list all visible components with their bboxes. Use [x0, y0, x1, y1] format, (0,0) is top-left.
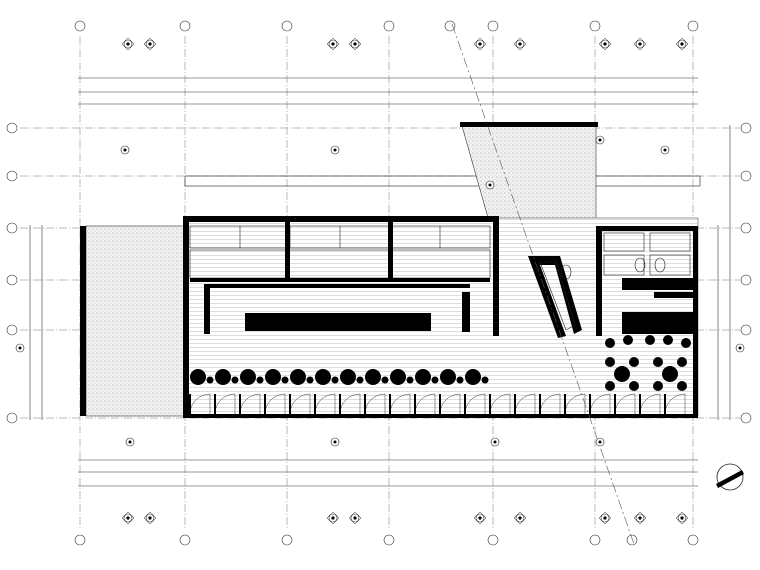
- row-bubble: [740, 170, 752, 182]
- column-bubble: [383, 20, 395, 32]
- column-bubble: [687, 20, 699, 32]
- column-bubble: [74, 534, 86, 546]
- row-bubble: [740, 324, 752, 336]
- chair: [440, 369, 456, 385]
- stool: [406, 376, 414, 384]
- elevation-markers: [15, 37, 745, 525]
- row-bubble: [6, 324, 18, 336]
- exterior-walls: [80, 216, 698, 416]
- cabinet-bays: [189, 222, 491, 282]
- chair: [365, 369, 381, 385]
- column-bubble: [179, 534, 191, 546]
- column-bubble: [487, 534, 499, 546]
- row-bubble: [740, 222, 752, 234]
- chair: [290, 369, 306, 385]
- row-bubble: [6, 222, 18, 234]
- stool: [356, 376, 364, 384]
- stool: [206, 376, 214, 384]
- dimension-lines: [29, 77, 731, 487]
- column-bubble: [74, 20, 86, 32]
- chair: [415, 369, 431, 385]
- canopy-outline: [184, 175, 701, 187]
- left-planting-zone: [85, 225, 185, 417]
- wedge-top-wall: [460, 122, 598, 127]
- stool: [231, 376, 239, 384]
- stool: [381, 376, 389, 384]
- chair: [240, 369, 256, 385]
- chair: [190, 369, 206, 385]
- table-clusters: [605, 335, 691, 391]
- row-bubble: [6, 170, 18, 182]
- stool: [306, 376, 314, 384]
- stool: [431, 376, 439, 384]
- stool: [456, 376, 464, 384]
- chair: [465, 369, 481, 385]
- column-bubble: [589, 20, 601, 32]
- row-bubble: [6, 274, 18, 286]
- stool: [256, 376, 264, 384]
- column-bubble: [487, 20, 499, 32]
- stool: [481, 376, 489, 384]
- seating-row: [190, 369, 489, 385]
- stool: [331, 376, 339, 384]
- column-bubble: [687, 534, 699, 546]
- column-bubble: [179, 20, 191, 32]
- chair: [315, 369, 331, 385]
- chair: [215, 369, 231, 385]
- bar-counter: [204, 284, 470, 334]
- row-bubble: [740, 122, 752, 134]
- chair: [390, 369, 406, 385]
- column-bubble: [444, 20, 456, 32]
- chair: [340, 369, 356, 385]
- row-bubble: [740, 412, 752, 424]
- column-bubble: [281, 534, 293, 546]
- section-line: [451, 23, 635, 545]
- column-bubble: [383, 534, 395, 546]
- row-bubble: [740, 274, 752, 286]
- stool: [281, 376, 289, 384]
- row-bubble: [6, 412, 18, 424]
- service-rooms: [528, 226, 694, 338]
- north-arrow: [716, 463, 744, 491]
- column-bubble: [281, 20, 293, 32]
- column-bubble: [589, 534, 601, 546]
- column-bubble: [626, 534, 638, 546]
- chair: [265, 369, 281, 385]
- row-bubble: [6, 122, 18, 134]
- front-facade: [183, 393, 698, 418]
